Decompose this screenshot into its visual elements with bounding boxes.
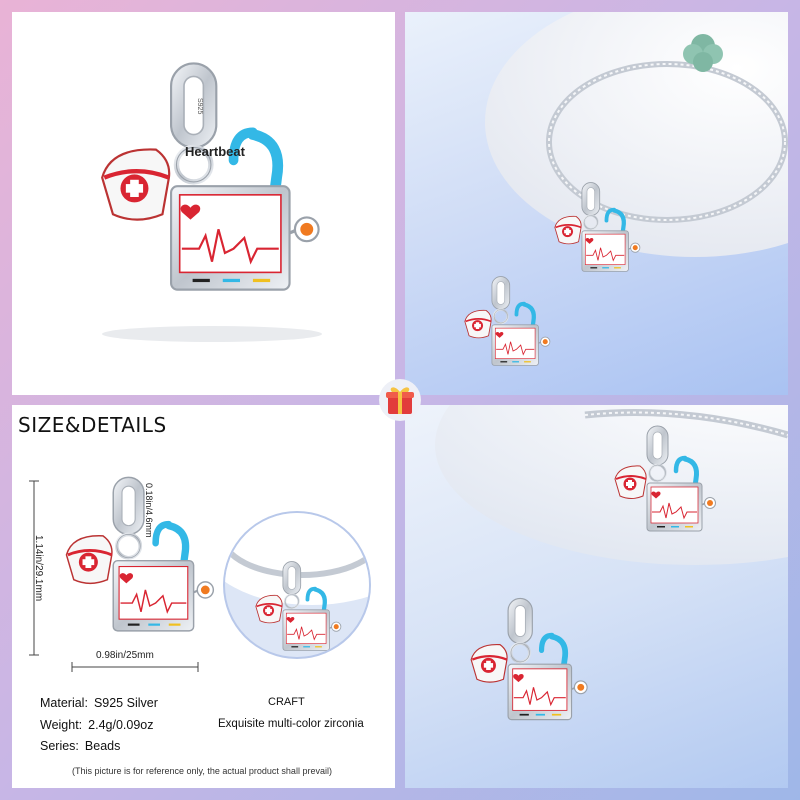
spec-series: Series:Beads (40, 739, 121, 753)
spec-material: Material:S925 Silver (40, 696, 158, 710)
spec-weight: Weight:2.4g/0.09oz (40, 718, 154, 732)
bracelet-panel (405, 12, 788, 395)
clover-clasp (683, 34, 723, 72)
height-dimension-label: 1.14in/29.1mm (33, 535, 44, 602)
bail-dimension-label: 0.18in/4.6mm (144, 483, 154, 538)
size-details-panel: SIZE&DETAILS 1.14in/29.1mm 0.18in/4.6mm … (12, 405, 395, 788)
size-details-title: SIZE&DETAILS (18, 413, 167, 437)
bracelet-closeup-image (435, 405, 788, 788)
spec-craft-value: Exquisite multi-color zirconia (218, 718, 364, 730)
s925-stamp: S925 (196, 98, 203, 114)
gift-box-icon (379, 379, 421, 421)
bracelet-closeup-panel (405, 405, 788, 788)
charm-image-main: Heartbeat S925 (12, 12, 395, 342)
bracelet-image (405, 12, 788, 395)
monitor-label: Heartbeat (185, 144, 246, 159)
width-dimension-label: 0.98in/25mm (96, 650, 154, 661)
product-main-panel: Heartbeat S925 (12, 12, 395, 395)
charm-dimension-diagram (29, 455, 371, 672)
reference-note: (This picture is for reference only, the… (72, 766, 332, 776)
spec-craft-heading: CRAFT (268, 696, 305, 708)
